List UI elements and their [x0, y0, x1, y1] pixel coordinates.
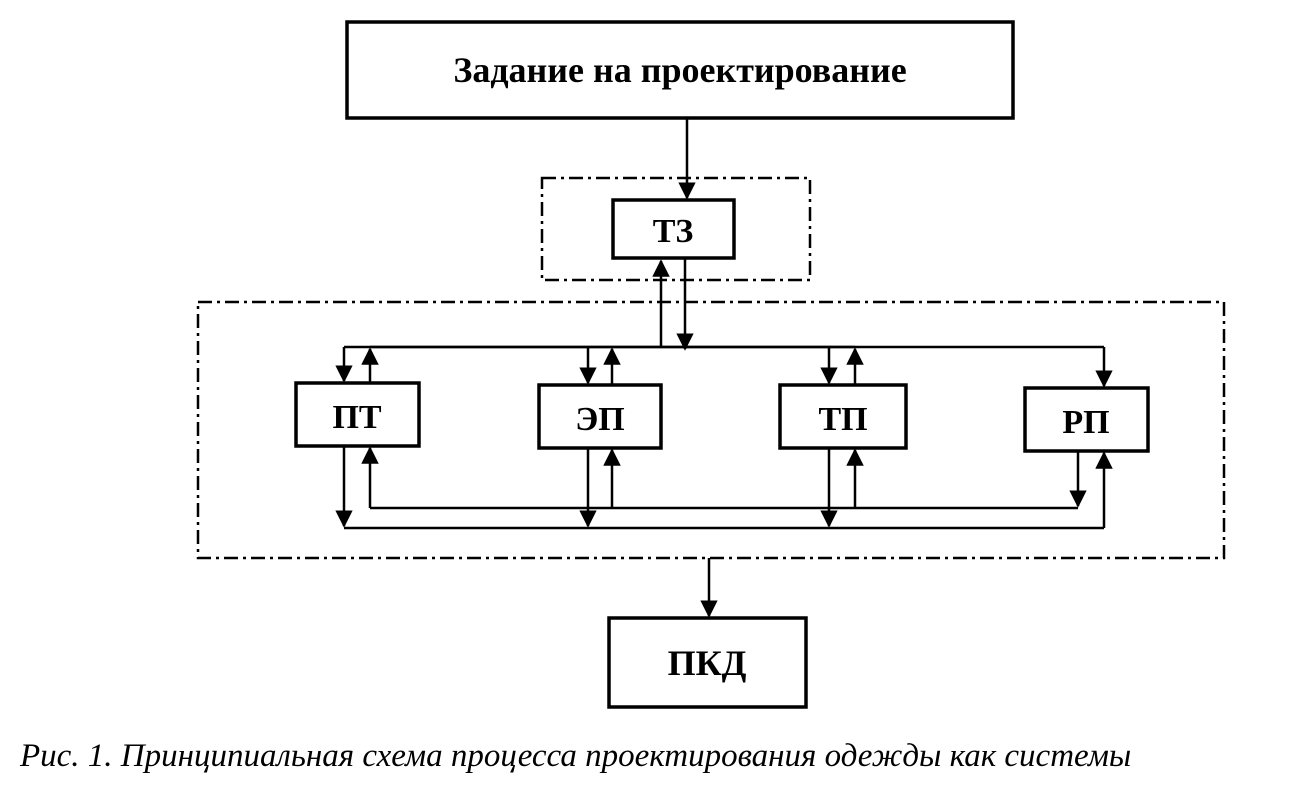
modules-group-frame: [196, 300, 1226, 560]
module-label-tp: ТП: [818, 401, 867, 438]
module-label-rp: РП: [1062, 404, 1109, 441]
output-box-pkd: ПКД: [607, 616, 808, 709]
tz-box: ТЗ: [611, 198, 736, 260]
tz-group-frame: [540, 176, 812, 282]
design-task-label: Задание на проектирование: [453, 50, 906, 90]
connector-lines: [335, 118, 1113, 618]
module-box-ep: ЭП: [537, 383, 663, 450]
design-task-box: Задание на проектирование: [345, 20, 1015, 120]
tz-label: ТЗ: [653, 213, 694, 250]
figure-caption: Рис. 1. Принципиальная схема процесса пр…: [20, 738, 1132, 774]
module-box-tp: ТП: [778, 383, 908, 450]
module-label-ep: ЭП: [575, 401, 625, 438]
module-label-pt: ПТ: [332, 399, 381, 436]
module-box-pt: ПТ: [294, 381, 421, 448]
output-label: ПКД: [668, 643, 747, 683]
module-box-rp: РП: [1023, 386, 1150, 453]
